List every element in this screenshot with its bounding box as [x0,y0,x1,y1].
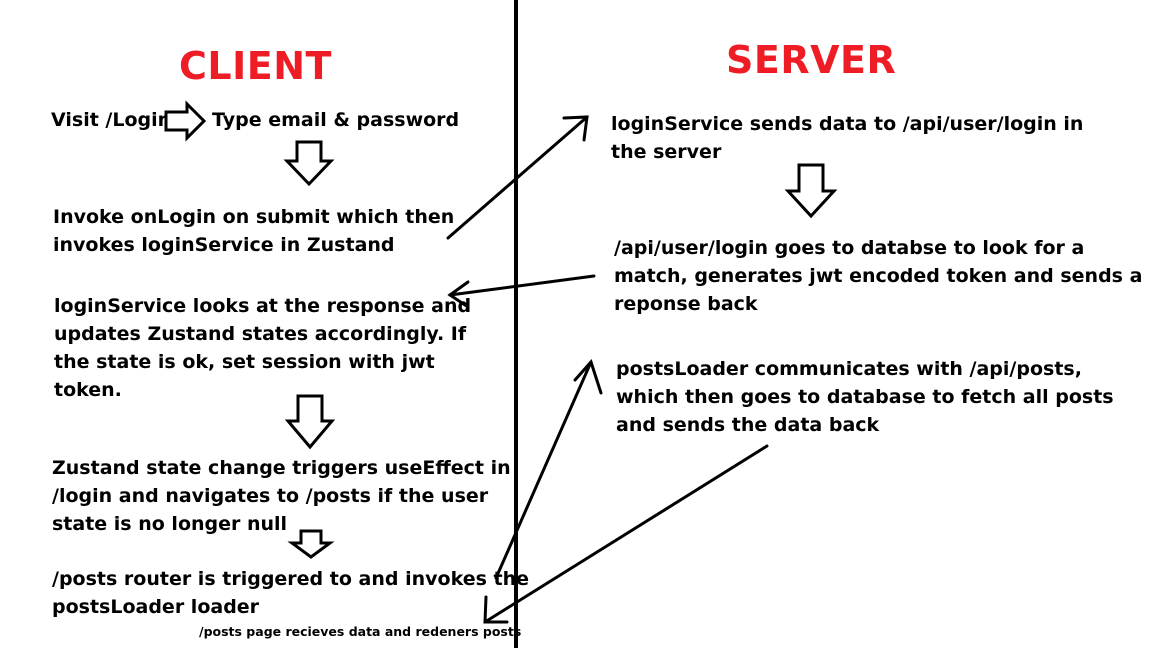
type-credentials-label: Type email & password [212,109,460,131]
text-line: which then goes to database to fetch all… [616,386,1114,408]
text-line: the server [611,141,722,163]
text-line: Invoke onLogin on submit which then [53,206,455,228]
text-line: state is no longer null [52,513,288,535]
arrow-data-to-client [483,444,769,624]
visit-login-label: Visit /Login [51,109,172,131]
text-line: loginService looks at the response and [54,295,472,317]
text-line: postsLoader communicates with /api/posts… [616,358,1082,380]
down-hollow-arrow-icon [287,529,335,559]
client-final-step: /posts page recieves data and redeners p… [199,624,522,639]
text-line: postsLoader loader [52,596,260,618]
arrow-to-server-login [446,115,589,240]
text-line: token. [54,379,122,401]
text-line: updates Zustand states accordingly. If [54,323,467,345]
down-hollow-arrow-icon [784,163,838,219]
right-hollow-arrow-icon [164,100,207,142]
text-line: /api/user/login goes to databse to look … [614,237,1085,259]
text-line: /login and navigates to /posts if the us… [52,485,489,507]
down-hollow-arrow-icon [283,140,335,187]
text-line: match, generates jwt encoded token and s… [614,265,1143,287]
text-line: the state is ok, set session with jwt [54,351,435,373]
client-header: CLIENT [179,44,332,88]
arrow-to-server-posts [494,359,603,580]
arrow-response-to-client [447,274,596,309]
text-line: loginService sends data to /api/user/log… [611,113,1084,135]
text-line: /posts router is triggered to and invoke… [52,568,529,590]
server-header: SERVER [726,38,897,82]
text-line: invokes loginService in Zustand [53,234,395,256]
down-hollow-arrow-icon [284,394,336,450]
text-line: reponse back [614,293,758,315]
text-line: Zustand state change triggers useEffect … [52,457,511,479]
text-line: and sends the data back [616,414,880,436]
